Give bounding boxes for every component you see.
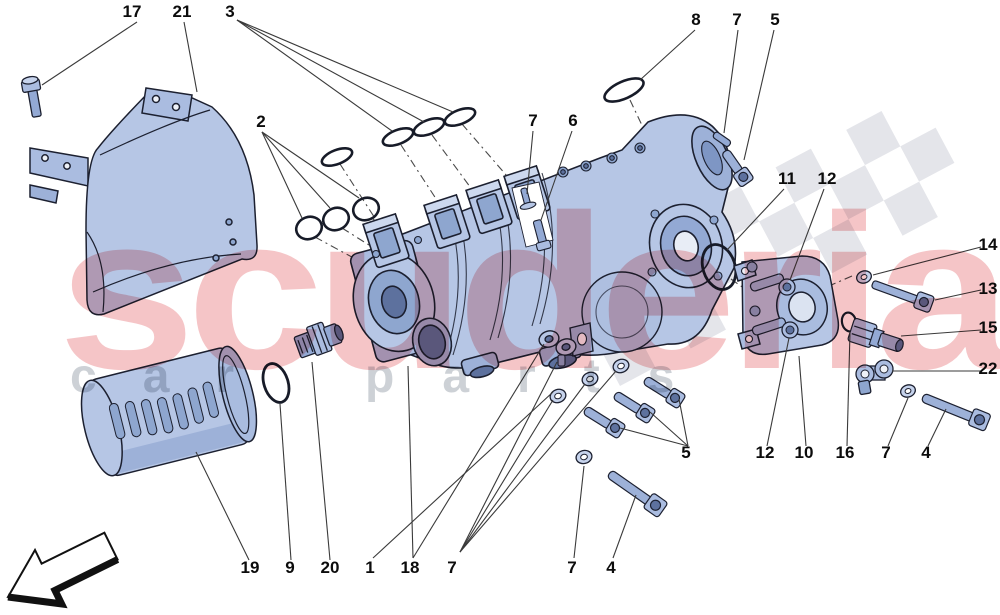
callout-label-12b: 12 bbox=[755, 443, 775, 462]
callout-label-16: 16 bbox=[835, 443, 855, 462]
watermark-title: scuderia bbox=[58, 169, 1000, 415]
callout-label-14: 14 bbox=[978, 235, 998, 254]
callout-label-1: 1 bbox=[365, 558, 375, 577]
pump-cover-10 bbox=[733, 255, 840, 356]
washer-7-bottom bbox=[575, 449, 593, 465]
o-ring-8 bbox=[603, 77, 645, 103]
callout-label-7a: 7 bbox=[732, 10, 742, 29]
callout-label-7b: 7 bbox=[528, 111, 538, 130]
shield-bolt-17 bbox=[20, 75, 42, 118]
washers-7-group bbox=[549, 358, 630, 404]
watermark-sub-right: parts bbox=[365, 350, 722, 403]
callout-label-7e: 7 bbox=[567, 558, 577, 577]
callout-label-8: 8 bbox=[691, 10, 701, 29]
callout-label-4a: 4 bbox=[921, 443, 931, 462]
clamp-bracket-18 bbox=[538, 322, 594, 367]
heat-shield bbox=[29, 87, 258, 316]
callout-label-15: 15 bbox=[978, 318, 998, 337]
callout-label-11: 11 bbox=[778, 169, 796, 188]
callout-label-20: 20 bbox=[320, 558, 340, 577]
callout-label-3: 3 bbox=[225, 2, 235, 21]
callout-label-12a: 12 bbox=[817, 169, 837, 188]
watermark-sub-left: car bbox=[70, 350, 280, 403]
callout-label-5a: 5 bbox=[770, 10, 780, 29]
hose-fitting-15 bbox=[847, 317, 904, 353]
bolt-4-right bbox=[921, 393, 991, 432]
o-rings-2 bbox=[294, 196, 381, 241]
callout-label-4b: 4 bbox=[606, 558, 616, 577]
washer-7-right bbox=[900, 384, 916, 398]
callout-label-19: 19 bbox=[240, 558, 260, 577]
callout-label-10: 10 bbox=[794, 443, 814, 462]
watermark: scuderia car parts bbox=[58, 169, 1000, 415]
housing-bolt-heads bbox=[371, 142, 723, 281]
view-direction-arrow bbox=[6, 531, 120, 609]
bolt-5-top bbox=[722, 149, 754, 188]
callout-label-2: 2 bbox=[256, 112, 266, 131]
callout-label-18: 18 bbox=[400, 558, 420, 577]
callout-label-13: 13 bbox=[978, 279, 998, 298]
callout-label-17: 17 bbox=[122, 2, 142, 21]
washer-14 bbox=[856, 270, 872, 284]
callout-label-7c: 7 bbox=[881, 443, 891, 462]
o-ring-11 bbox=[700, 243, 738, 291]
pin-7-top bbox=[712, 131, 732, 148]
dowel-pin-7 bbox=[519, 187, 537, 210]
bolt-13 bbox=[871, 280, 935, 313]
o-ring-9 bbox=[261, 362, 291, 404]
union-fitting-20 bbox=[293, 321, 344, 359]
stud-6 bbox=[532, 219, 552, 252]
callout-lines bbox=[41, 19, 982, 561]
pump-assembly bbox=[349, 114, 737, 379]
cover-bolt-12a bbox=[749, 273, 785, 292]
bolt-4-bottom bbox=[607, 470, 668, 518]
cover-bolt-12b bbox=[751, 317, 787, 336]
callout-label-5b: 5 bbox=[681, 443, 691, 462]
callout-label-6: 6 bbox=[568, 111, 578, 130]
callout-label-7d: 7 bbox=[447, 558, 457, 577]
oil-filter bbox=[80, 345, 258, 477]
callout-label-21: 21 bbox=[172, 2, 192, 21]
bolts-5-group bbox=[583, 376, 686, 439]
port-gaskets-3 bbox=[320, 107, 477, 167]
callout-label-22: 22 bbox=[978, 359, 998, 378]
sensor-bracket-22 bbox=[855, 359, 894, 396]
callout-label-9: 9 bbox=[285, 558, 295, 577]
